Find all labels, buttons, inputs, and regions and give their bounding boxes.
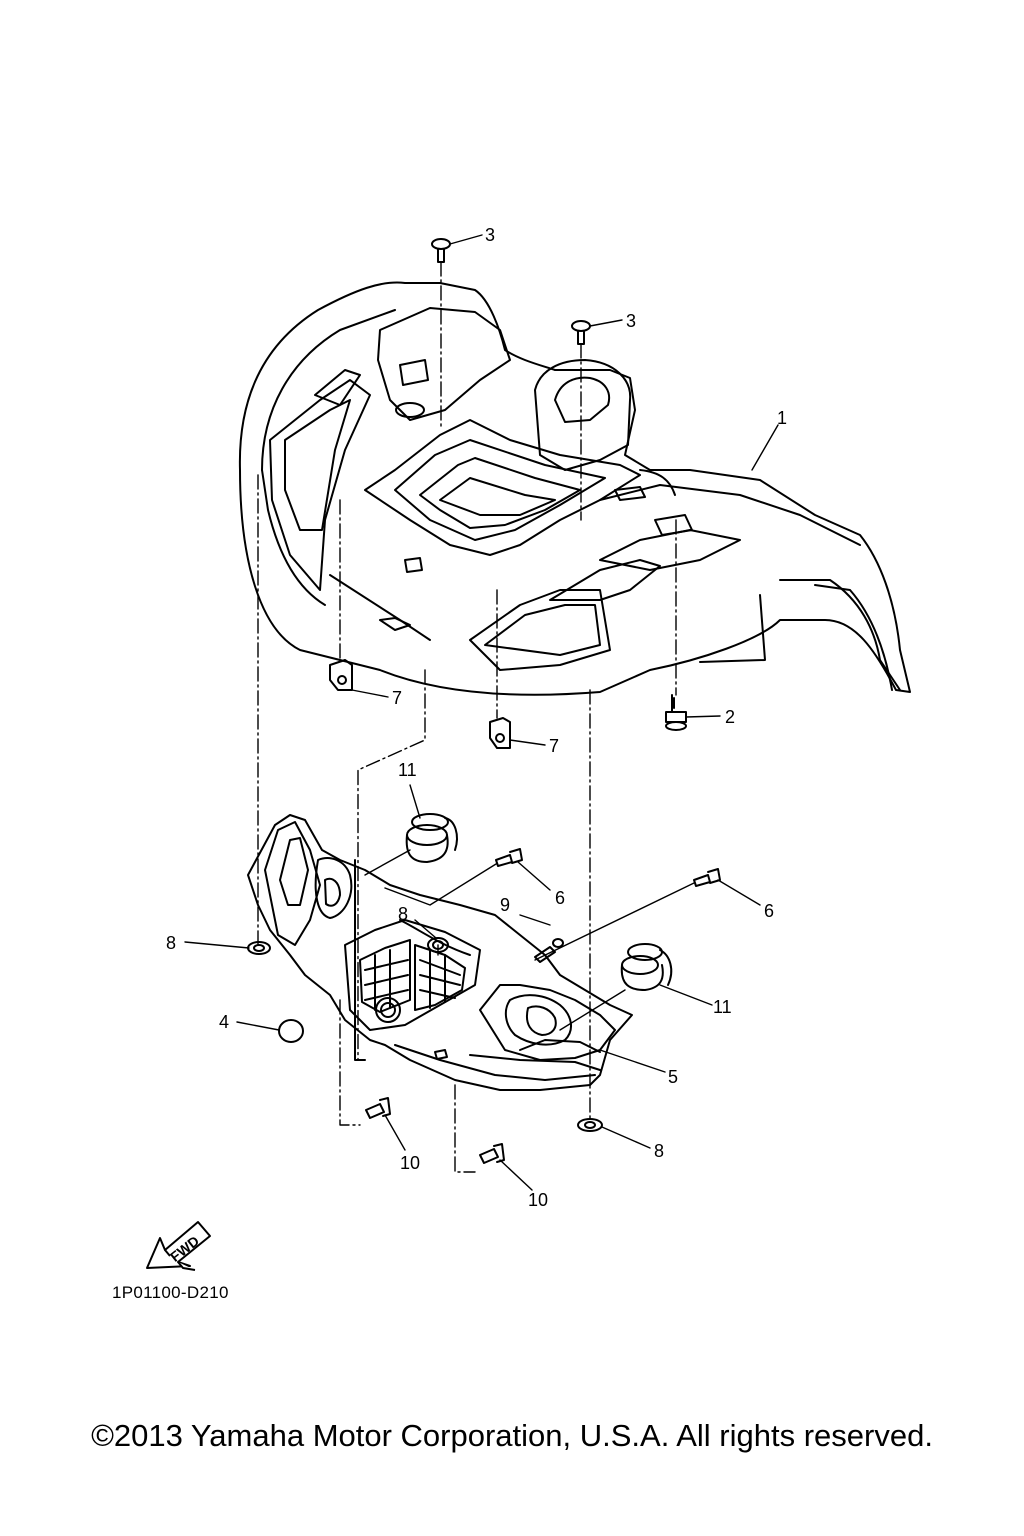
washer-8-bottom: [577, 1118, 603, 1132]
bolt-2: [665, 694, 687, 731]
bolt-10-left: [365, 1097, 391, 1119]
callout-7-right: 7: [549, 736, 559, 756]
screw-3-right: [571, 320, 591, 345]
diagram-code: 1P01100-D210: [112, 1283, 229, 1302]
screw-3-top: [431, 238, 451, 263]
callout-8-left: 8: [166, 933, 176, 953]
screw-6-upper: [495, 848, 523, 867]
callout-8-center: 8: [398, 904, 408, 924]
screw-6-right: [693, 868, 721, 887]
callout-10-left: 10: [400, 1153, 420, 1173]
front-bumper-part: [247, 814, 633, 1091]
clip-7-left: [329, 659, 353, 691]
callout-8-bottom: 8: [654, 1141, 664, 1161]
callout-11-lower: 11: [713, 997, 732, 1017]
callout-1: 1: [777, 408, 787, 428]
callout-labels: 3 3 1 2 7 7 11 6 6 9 8 8 8 4 11 5 10 10: [166, 225, 787, 1210]
emblem-4: [278, 1019, 304, 1043]
grommet-11-upper: [405, 813, 458, 863]
pin-9: [534, 938, 564, 963]
callout-10-right: 10: [528, 1190, 548, 1210]
fwd-arrow-icon: FWD: [146, 1221, 211, 1271]
callout-3-top: 3: [485, 225, 495, 245]
copyright-notice: ©2013 Yamaha Motor Corporation, U.S.A. A…: [91, 1418, 933, 1453]
callout-6-upper: 6: [555, 888, 565, 908]
callout-9: 9: [500, 895, 510, 915]
callout-2: 2: [725, 707, 735, 727]
callout-7-left: 7: [392, 688, 402, 708]
washer-8-left: [247, 941, 271, 955]
assembly-lines: [257, 261, 677, 1173]
clip-7-right: [489, 717, 511, 749]
callout-6-right: 6: [764, 901, 774, 921]
callout-5: 5: [668, 1067, 678, 1087]
engagement-lines: [364, 849, 695, 1031]
callout-3-right: 3: [626, 311, 636, 331]
front-fender-part: [238, 281, 911, 696]
callout-4: 4: [219, 1012, 229, 1032]
grommet-11-lower: [620, 943, 673, 991]
leader-lines: [184, 234, 779, 1191]
callout-11-upper: 11: [398, 760, 417, 780]
